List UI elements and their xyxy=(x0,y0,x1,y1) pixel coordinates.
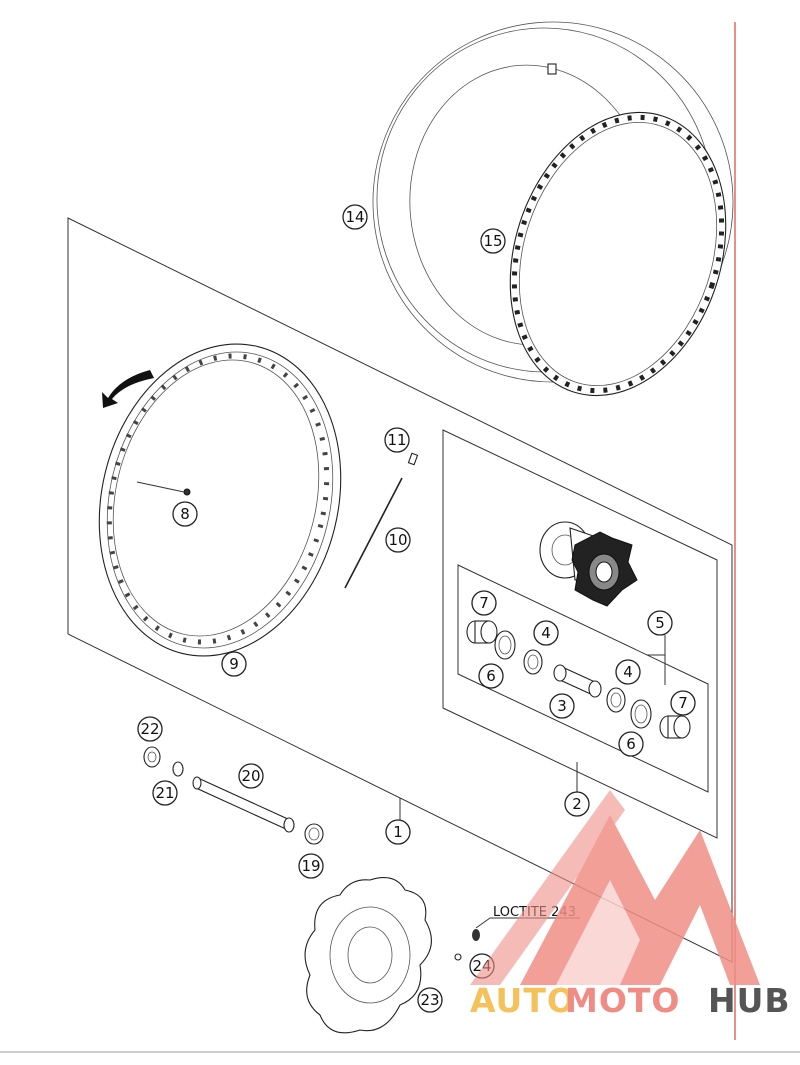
callout-2: 2 xyxy=(564,791,590,817)
svg-text:19: 19 xyxy=(301,857,320,875)
svg-text:20: 20 xyxy=(241,767,260,785)
callout-4a: 4 xyxy=(533,620,559,646)
callout-19: 19 xyxy=(298,853,324,879)
seal-7a xyxy=(466,620,498,644)
hub xyxy=(539,521,638,607)
callout-5: 5 xyxy=(647,610,673,636)
svg-text:23: 23 xyxy=(420,991,439,1009)
brake-disc xyxy=(304,877,432,1034)
callout-23: 23 xyxy=(417,987,443,1013)
watermark-auto: AUTO xyxy=(470,981,576,1020)
spacer-4a xyxy=(523,649,543,675)
svg-text:6: 6 xyxy=(626,735,636,753)
axle-nut-22 xyxy=(143,746,161,768)
callout-21: 21 xyxy=(152,780,178,806)
axle-20 xyxy=(192,776,295,833)
callout-15: 15 xyxy=(480,228,506,254)
svg-text:14: 14 xyxy=(345,208,364,226)
svg-text:1: 1 xyxy=(393,823,403,841)
svg-text:15: 15 xyxy=(483,232,502,250)
callout-7a: 7 xyxy=(471,590,497,616)
svg-text:8: 8 xyxy=(180,505,190,523)
callout-6b: 6 xyxy=(618,731,644,757)
callout-20: 20 xyxy=(238,763,264,789)
svg-text:7: 7 xyxy=(479,594,489,612)
svg-text:10: 10 xyxy=(388,531,407,549)
svg-text:4: 4 xyxy=(541,624,551,642)
bearing-6b xyxy=(630,699,652,729)
svg-text:6: 6 xyxy=(486,667,496,685)
callout-14: 14 xyxy=(342,204,368,230)
spoke-nipple-11 xyxy=(407,452,419,466)
spacer-4b xyxy=(606,687,626,713)
watermark-text: AUTO MOTO HUB xyxy=(470,981,791,1020)
bearing-kit-frame xyxy=(457,564,709,793)
svg-text:22: 22 xyxy=(140,720,159,738)
svg-text:5: 5 xyxy=(655,614,665,632)
distance-sleeve xyxy=(553,664,602,698)
callout-8: 8 xyxy=(172,501,198,527)
svg-text:3: 3 xyxy=(557,697,567,715)
bearing-6a xyxy=(494,630,516,660)
svg-text:4: 4 xyxy=(623,663,633,681)
rim-band xyxy=(509,111,727,397)
callout-9: 9 xyxy=(221,651,247,677)
hub-assembly-frame xyxy=(442,429,718,839)
callout-11: 11 xyxy=(384,427,410,453)
watermark-moto: MOTO xyxy=(565,981,680,1020)
spoke xyxy=(344,477,403,589)
callout-7b: 7 xyxy=(670,690,696,716)
callout-22: 22 xyxy=(137,716,163,742)
watermark-logo-icon xyxy=(470,790,760,985)
svg-text:7: 7 xyxy=(678,694,688,712)
svg-text:9: 9 xyxy=(229,655,239,673)
rotation-arrow-icon xyxy=(102,370,154,408)
svg-text:11: 11 xyxy=(387,431,406,449)
svg-text:2: 2 xyxy=(572,795,582,813)
callout-1: 1 xyxy=(385,819,411,845)
callout-10: 10 xyxy=(385,527,411,553)
washer-21 xyxy=(172,761,184,777)
seal-7b xyxy=(659,715,691,739)
rim xyxy=(98,343,342,657)
spacer-19 xyxy=(304,823,324,845)
callout-3: 3 xyxy=(549,693,575,719)
callout-4b: 4 xyxy=(615,659,641,685)
svg-text:21: 21 xyxy=(155,784,174,802)
valve-stem xyxy=(547,63,557,75)
callout-6a: 6 xyxy=(478,663,504,689)
watermark-hub: HUB xyxy=(708,981,791,1020)
disc-screw xyxy=(454,929,480,961)
spoke-nipple xyxy=(183,488,191,496)
